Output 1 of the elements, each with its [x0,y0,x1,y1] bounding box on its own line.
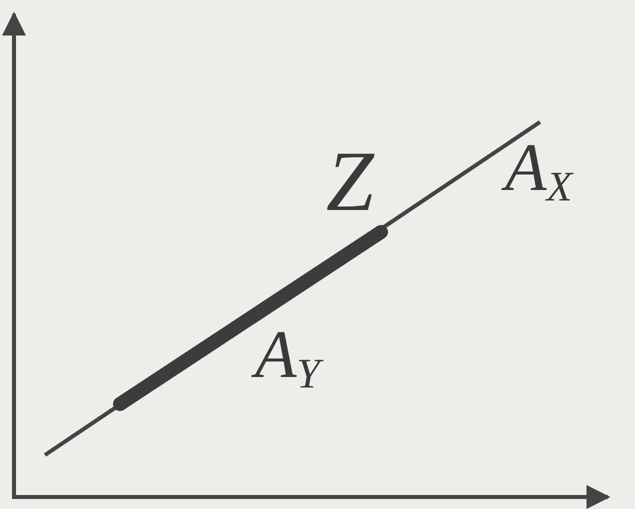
math-label: Z [326,138,374,224]
